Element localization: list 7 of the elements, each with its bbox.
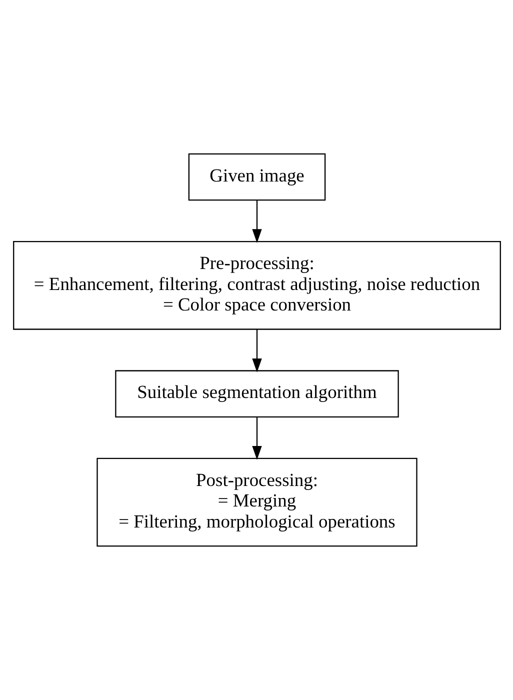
arrow bbox=[252, 329, 262, 372]
node-box: Suitable segmentation algorithm bbox=[114, 370, 398, 418]
node-box: Post-processing: = Merging = Filtering, morphological operations bbox=[96, 458, 417, 547]
node-box: Pre-processing: = Enhancement, filtering, contrast adjusting, noise reduction = Color space conversion bbox=[12, 241, 500, 330]
arrow bbox=[252, 200, 262, 243]
arrow bbox=[252, 416, 262, 460]
node-box: Given image bbox=[188, 153, 326, 201]
